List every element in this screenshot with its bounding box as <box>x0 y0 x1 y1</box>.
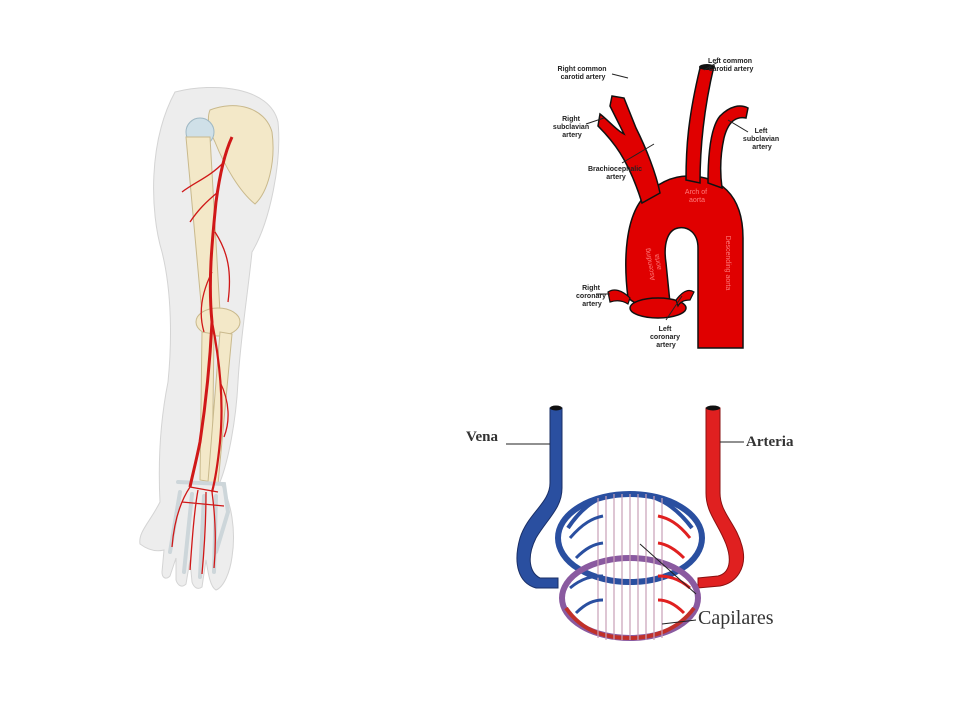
brachiocephalic-vessel <box>597 95 661 205</box>
label-capillaries: Capilares <box>698 607 774 629</box>
artery-vessel <box>697 407 744 589</box>
leader-right-carotid <box>611 73 629 79</box>
capillary-network <box>555 491 705 641</box>
label-right-coronary: Right coronary artery <box>576 285 608 308</box>
arm-arteries-illustration <box>120 82 280 592</box>
label-descending-aorta: Descending aorta <box>724 236 731 291</box>
label-brachiocephalic: Brachiocephalic artery <box>588 166 644 181</box>
label-artery: Arteria <box>746 434 794 450</box>
label-right-common-carotid: Right common carotid artery <box>558 66 609 81</box>
hand-bones <box>168 480 231 579</box>
capillary-svg: Vena Arteria Capilares <box>466 405 794 641</box>
leader-capillaries-2 <box>661 619 697 625</box>
capillary-bed-illustration: Vena Arteria Capilares <box>458 398 798 660</box>
label-left-coronary: Left coronary artery <box>650 326 682 349</box>
vein-cap <box>550 405 562 411</box>
ulnar-artery <box>210 321 223 493</box>
aorta-svg: Left common carotid artery Right common … <box>553 58 781 349</box>
leader-capillaries-1 <box>639 543 697 595</box>
label-arch-of-aorta: Arch of aorta <box>685 189 709 204</box>
label-left-subclavian: Left subclavian artery <box>743 128 781 151</box>
leader-left-carotid <box>703 61 719 71</box>
aorta-illustration: Left common carotid artery Right common … <box>548 48 796 358</box>
brachial-artery <box>188 136 234 488</box>
leader-brachiocephalic <box>621 143 655 164</box>
artery-branches <box>171 161 231 575</box>
right-coronary-vessel <box>607 289 631 305</box>
elbow-joint <box>195 307 241 337</box>
leader-right-subclavian <box>585 117 605 125</box>
label-left-common-carotid: Left common carotid artery <box>708 58 754 73</box>
leader-left-coronary <box>665 295 683 321</box>
artery-cap <box>706 405 720 411</box>
left-subclavian-vessel <box>707 105 749 190</box>
arm-svg <box>139 87 280 591</box>
leader-left-subclavian <box>727 119 749 133</box>
vein-vessel <box>516 407 563 589</box>
left-coronary-vessel <box>675 289 695 308</box>
label-right-subclavian: Right subclavian artery <box>553 116 591 139</box>
aortic-root <box>629 297 687 319</box>
label-vein: Vena <box>466 429 498 445</box>
